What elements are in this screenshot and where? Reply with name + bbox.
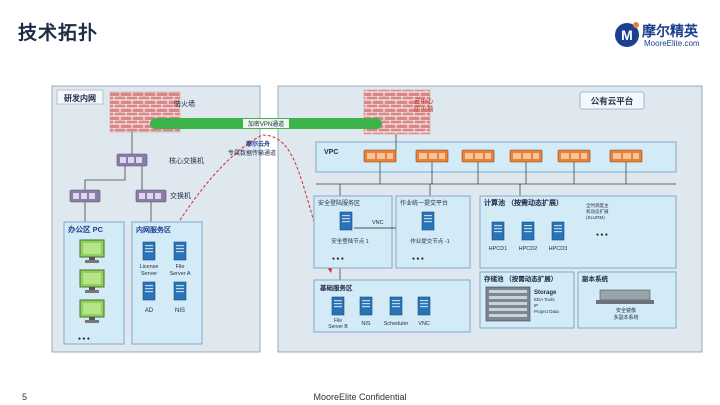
storage-sub-2: IP <box>534 303 538 308</box>
secure-login-zone <box>313 195 393 269</box>
ellipsis: ● ● ● <box>332 256 344 262</box>
logo: M 摩尔精英 MooreElite.com <box>614 20 714 54</box>
license-server-label-1: License <box>140 264 159 270</box>
firewall-node-icon <box>461 149 495 163</box>
dedicated-line-label-1: 摩尔云舟 <box>245 140 270 148</box>
vnc-cloud-server-icon <box>417 296 431 316</box>
job-submit-server-icon <box>421 211 435 231</box>
hpc1-server-icon <box>491 221 505 241</box>
file-server-a-label-1: File <box>176 264 185 270</box>
backup-icon <box>596 289 654 304</box>
svg-text:M: M <box>621 27 633 43</box>
nis-cloud-server-icon <box>359 296 373 316</box>
firewall-cloud-label-1: 云中心 <box>414 96 434 105</box>
moore-logo-icon: M <box>615 22 639 47</box>
switch-label: 交换机 <box>170 191 191 200</box>
vnc-cloud-label: VNC <box>418 321 430 327</box>
file-server-b-icon <box>331 296 345 316</box>
secure-login-label: 安全登陆服务区 <box>318 199 360 207</box>
storage-icon <box>485 286 531 322</box>
ellipsis: ● ● ● <box>596 232 608 238</box>
backup-label-1: 安全镜像 <box>616 307 636 314</box>
backup-system-label: 副本系统 <box>582 274 609 283</box>
switch-left-icon <box>69 189 101 203</box>
logo-cn: 摩尔精英 <box>642 23 698 39</box>
ad-server-icon <box>142 281 156 301</box>
firewall-node-icon <box>363 149 397 163</box>
core-switch-icon <box>116 153 148 167</box>
hpc3-label: HPCD3 <box>549 246 568 252</box>
firewall-cloud-label-2: 防火墙 <box>414 104 434 113</box>
file-server-a-icon <box>173 241 187 261</box>
hpc2-label: HPCD2 <box>519 246 538 252</box>
storage-pool-label: 存储池 （按需动态扩展） <box>484 274 557 283</box>
firewall-node-icon <box>509 149 543 163</box>
dedicated-data-line <box>179 134 331 271</box>
compute-note-2: 机动态扩展 <box>586 208 609 215</box>
vpc-label: VPC <box>324 149 338 156</box>
compute-pool-label: 计算池 （按需动态扩展） <box>484 198 563 207</box>
office-pc-label: 办公区 PC <box>68 224 104 234</box>
switch-right-icon <box>135 189 167 203</box>
job-submit-label: 作业统一提交平台 <box>400 199 448 207</box>
backup-label-2: 多副本系统 <box>613 314 638 321</box>
file-server-a-label-2: Server A <box>169 271 190 277</box>
logo-en: MooreElite.com <box>644 39 700 48</box>
firewall-node-icon <box>557 149 591 163</box>
scheduler-server-icon <box>389 296 403 316</box>
secure-login-node-label: 安全登陆节点 1 <box>331 237 369 245</box>
compute-note-3: (SLURM) <box>586 215 605 220</box>
job-submit-zone <box>395 195 471 269</box>
vnc-arrow-label: VNC <box>372 220 384 226</box>
file-server-b-label-2: Server B <box>328 324 348 330</box>
footer-confidential: MooreElite Confidential <box>313 392 407 402</box>
intranet-server-label: 内网服务区 <box>136 225 171 234</box>
nis-label: NIS <box>175 308 185 314</box>
ad-label: AD <box>145 308 154 314</box>
vpn-tunnel-label: 加密VPN通道 <box>248 120 284 128</box>
hpc2-server-icon <box>521 221 535 241</box>
compute-pool-zone <box>479 195 677 269</box>
nis-cloud-label: NIS <box>361 321 371 327</box>
core-switch-label: 核心交换机 <box>169 156 204 165</box>
base-services-label: 基础服务区 <box>319 283 353 292</box>
public-cloud-label: 公有云平台 <box>591 96 634 106</box>
storage-sub-1: EDA Tools <box>534 297 555 302</box>
rd-intranet-label: 研发内网 <box>64 93 96 103</box>
scheduler-label: Scheduler <box>384 321 409 327</box>
license-server-label-2: Server <box>141 271 157 277</box>
file-server-b-label-1: File <box>334 318 342 324</box>
license-server-icon <box>142 241 156 261</box>
firewall-left-label: 防火墙 <box>174 99 195 108</box>
nis-server-icon <box>173 281 187 301</box>
storage-sub-3: Project Data <box>534 309 559 314</box>
compute-note-1: 全时调度主 <box>586 202 609 209</box>
ellipsis: ● ● ● <box>78 336 90 342</box>
hpc3-server-icon <box>551 221 565 241</box>
secure-login-server-icon <box>339 211 353 231</box>
job-submit-node-label: 作业提交节点 -1 <box>410 237 449 245</box>
firewall-node-icon <box>415 149 449 163</box>
firewall-node-icon <box>609 149 643 163</box>
intranet-server-zone <box>131 221 203 345</box>
dedicated-line-label-2: 专属数据传输通道 <box>228 149 276 157</box>
hpc1-label: HPCD1 <box>489 246 508 252</box>
storage-label: Storage <box>534 290 557 296</box>
page-number: 5 <box>22 392 28 402</box>
slide-title: 技术拓扑 <box>18 23 99 44</box>
ellipsis: ● ● ● <box>412 256 424 262</box>
